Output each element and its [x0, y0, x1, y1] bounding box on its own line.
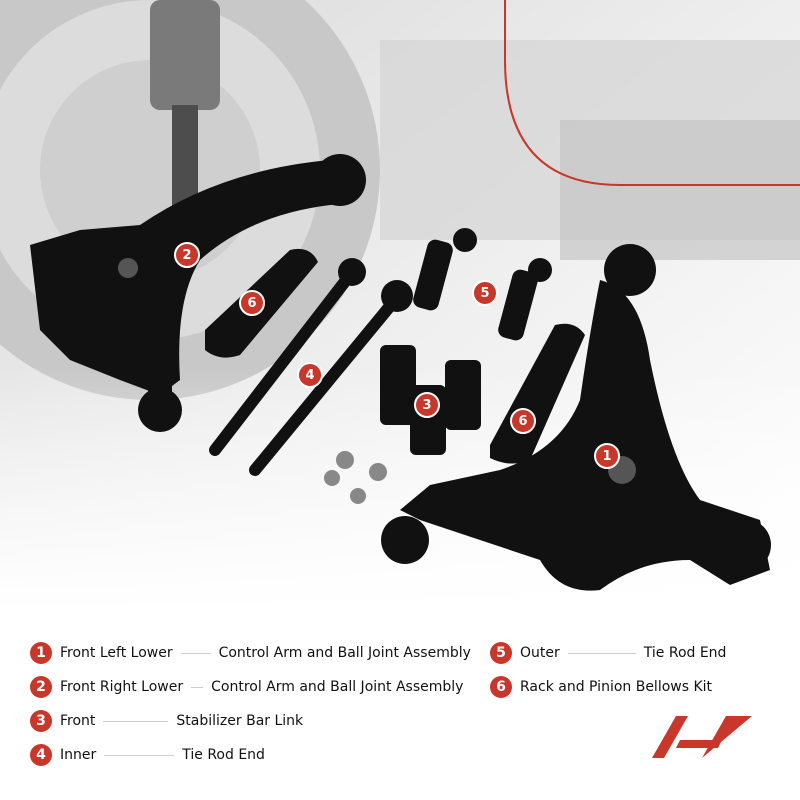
legend-number: 6	[490, 676, 512, 698]
legend-part-name: Control Arm and Ball Joint Assembly	[218, 645, 471, 661]
legend-separator	[180, 652, 211, 654]
control-arm-left	[381, 244, 771, 591]
legend-row: 3 Front Stabilizer Bar Link	[30, 709, 303, 733]
legend-row: 4 Inner Tie Rod End	[30, 743, 265, 767]
legend-number: 2	[30, 676, 52, 698]
callout-badge: 5	[472, 280, 498, 306]
legend-part-position: Front Right Lower	[60, 679, 184, 695]
callout-badge: 4	[297, 362, 323, 388]
callout-badge: 6	[510, 408, 536, 434]
legend-row: 5 Outer Tie Rod End	[490, 641, 726, 665]
inner-tie-rods	[209, 258, 413, 476]
legend-number: 5	[490, 642, 512, 664]
legend-row: 6 Rack and Pinion Bellows Kit	[490, 675, 712, 699]
callout-badge: 2	[174, 242, 200, 268]
legend-number: 3	[30, 710, 52, 732]
a-premium-logo-icon	[652, 712, 772, 762]
hardware-nuts	[324, 451, 387, 504]
legend-part-position: Rack and Pinion Bellows Kit	[520, 679, 713, 695]
legend-separator	[191, 686, 204, 688]
legend-part-position: Inner	[60, 747, 97, 763]
legend-part-name: Tie Rod End	[643, 645, 727, 661]
product-photo: 2 6 5 4 3 6 1	[0, 0, 800, 610]
control-arm-right	[30, 154, 366, 432]
legend-separator	[567, 652, 636, 654]
legend-number: 4	[30, 744, 52, 766]
legend-part-name: Tie Rod End	[182, 747, 265, 763]
legend-part-name: Stabilizer Bar Link	[176, 713, 304, 729]
callout-badge: 6	[239, 290, 265, 316]
legend-row: 1 Front Left Lower Control Arm and Ball …	[30, 641, 471, 665]
callout-badge: 1	[594, 443, 620, 469]
legend-number: 1	[30, 642, 52, 664]
legend-part-position: Front Left Lower	[60, 645, 173, 661]
legend-part-position: Front	[60, 713, 96, 729]
legend-separator	[103, 720, 169, 722]
legend-part-position: Outer	[520, 645, 560, 661]
background-photo	[0, 0, 800, 610]
legend-part-name: Control Arm and Ball Joint Assembly	[211, 679, 464, 695]
legend-row: 2 Front Right Lower Control Arm and Ball…	[30, 675, 463, 699]
parts-legend: 1 Front Left Lower Control Arm and Ball …	[0, 610, 800, 800]
outer-tie-rod-ends	[413, 228, 552, 341]
legend-separator	[104, 754, 175, 756]
callout-badge: 3	[414, 392, 440, 418]
